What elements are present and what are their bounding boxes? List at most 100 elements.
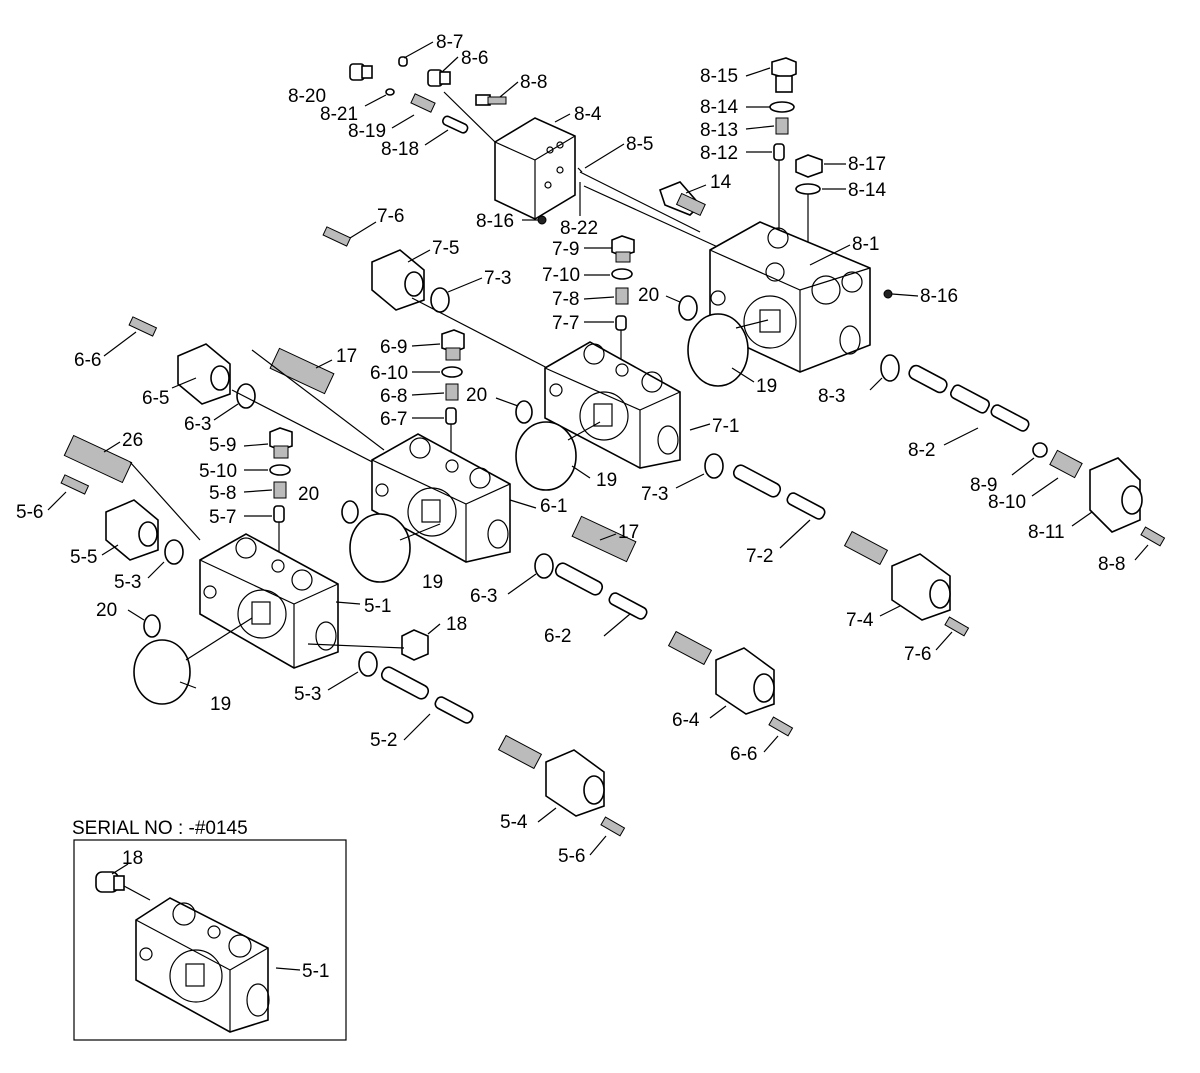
label-20-d: 20 (96, 600, 117, 621)
label-8-13: 8-13 (700, 120, 738, 141)
label-8-2: 8-2 (908, 440, 935, 461)
part-5-7-poppet (273, 505, 285, 523)
label-5-1: 5-1 (364, 596, 391, 617)
part-6-3-oring-b (534, 553, 554, 579)
part-8-7-seal (398, 56, 408, 67)
part-6-7-poppet (445, 407, 457, 425)
label-6-6-b: 6-6 (730, 744, 757, 765)
label-6-9: 6-9 (380, 337, 407, 358)
label-7-5: 7-5 (432, 238, 459, 259)
part-20-oring-b (515, 400, 533, 424)
inset-part-5-1-body (135, 897, 270, 1033)
part-8-9-washer (1032, 442, 1048, 458)
part-6-8-spring (445, 383, 459, 401)
label-8-16-b: 8-16 (920, 286, 958, 307)
label-8-19: 8-19 (348, 121, 386, 142)
label-20-a: 20 (638, 285, 659, 306)
inset-frame (73, 839, 347, 1041)
label-7-7: 7-7 (552, 313, 579, 334)
label-8-3: 8-3 (818, 386, 845, 407)
part-6-6-screw-a (128, 316, 158, 337)
part-20-oring-d (143, 614, 161, 638)
label-5-5: 5-5 (70, 547, 97, 568)
part-5-2-spool (380, 666, 543, 770)
label-6-1: 6-1 (540, 496, 567, 517)
label-7-1: 7-1 (712, 416, 739, 437)
label-8-15: 8-15 (700, 66, 738, 87)
label-7-4: 7-4 (846, 610, 874, 631)
part-8-20-plug (349, 63, 373, 81)
label-5-6-b: 5-6 (558, 846, 585, 867)
part-8-19-spring (410, 93, 436, 113)
label-7-6-a: 7-6 (377, 206, 404, 227)
label-8-9: 8-9 (970, 475, 997, 496)
label-19-b: 19 (596, 470, 617, 491)
part-7-6-screw-b (944, 616, 970, 637)
part-5-6-screw-b (600, 816, 626, 837)
label-5-6-a: 5-6 (16, 502, 43, 523)
label-8-22: 8-22 (560, 218, 598, 239)
label-7-2: 7-2 (746, 546, 773, 567)
part-18-plug-b (95, 871, 125, 893)
label-19-c: 19 (422, 572, 443, 593)
label-8-10: 8-10 (988, 492, 1026, 513)
label-8-14-b: 8-14 (848, 180, 886, 201)
label-6-2: 6-2 (544, 626, 571, 647)
label-6-3-b: 6-3 (470, 586, 497, 607)
label-8-8: 8-8 (520, 72, 547, 93)
part-17-relief-a (269, 347, 335, 395)
part-18-plug-a (401, 629, 429, 661)
label-8-6: 8-6 (461, 48, 488, 69)
part-7-10-oring (611, 268, 633, 280)
label-7-9: 7-9 (552, 239, 579, 260)
label-8-5: 8-5 (626, 134, 653, 155)
label-18-b: 18 (122, 848, 143, 869)
part-8-14-oring-a (769, 101, 795, 113)
label-7-6-b: 7-6 (904, 644, 931, 665)
label-6-10: 6-10 (370, 363, 408, 384)
part-20-oring-c (341, 500, 359, 524)
part-8-8-screw (475, 94, 507, 106)
part-5-5-cap (105, 499, 159, 561)
part-5-3-oring-a (164, 539, 184, 565)
part-8-13-spring (775, 117, 789, 135)
label-14: 14 (710, 172, 732, 193)
part-6-5-cap (177, 343, 231, 405)
part-6-4-cap (715, 647, 775, 715)
section-8-assembly (349, 56, 1166, 547)
part-14-fitting (659, 181, 706, 217)
label-8-20: 8-20 (288, 86, 326, 107)
label-7-10: 7-10 (542, 265, 580, 286)
label-17-b: 17 (618, 522, 639, 543)
inset-serial-box (73, 839, 347, 1041)
label-8-21: 8-21 (320, 104, 358, 125)
label-6-4: 6-4 (672, 710, 700, 731)
part-7-5-cap (371, 249, 425, 311)
part-8-21-oring (385, 88, 395, 96)
part-8-8-screw-b (1140, 526, 1166, 547)
label-5-8: 5-8 (209, 483, 236, 504)
label-19-d: 19 (210, 694, 231, 715)
part-19-oring-b (515, 421, 577, 491)
label-8-14-a: 8-14 (700, 97, 738, 118)
label-5-1-b: 5-1 (302, 961, 329, 982)
part-7-9-plug (611, 235, 635, 263)
label-20-b: 20 (466, 385, 487, 406)
part-7-2-spool (732, 464, 889, 566)
part-8-6-plug (427, 69, 451, 87)
part-8-3-oring (880, 354, 900, 382)
part-8-18-pin (442, 115, 469, 134)
part-8-14-oring-b (795, 183, 821, 195)
serial-number-note: SERIAL NO : -#0145 (72, 818, 248, 839)
part-8-12-poppet (773, 143, 785, 161)
part-7-1-body (544, 341, 681, 469)
label-18-a: 18 (446, 614, 467, 635)
part-5-1-body (199, 533, 339, 669)
leader-lines (47, 41, 1149, 856)
part-8-4-block (494, 117, 576, 225)
label-6-7: 6-7 (380, 409, 407, 430)
label-8-17: 8-17 (848, 154, 886, 175)
part-8-11-cap (1089, 457, 1143, 533)
label-6-3-a: 6-3 (184, 414, 211, 435)
